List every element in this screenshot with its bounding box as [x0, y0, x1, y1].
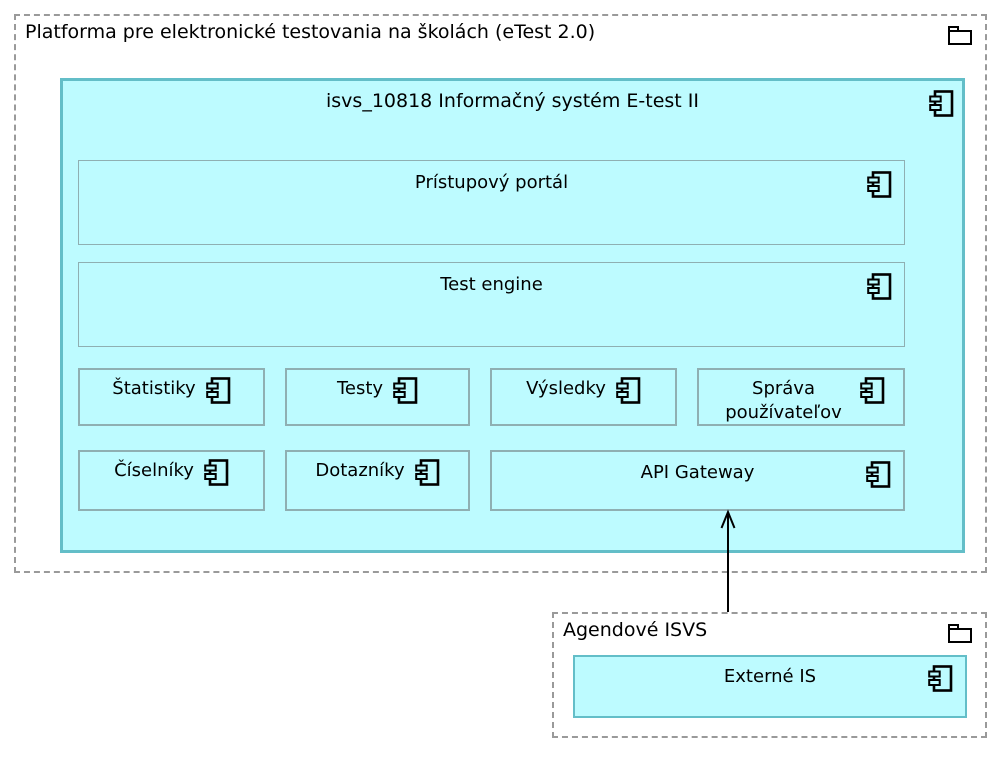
component-label: Prístupový portál — [414, 172, 569, 193]
component-testy: Testy — [285, 368, 470, 426]
package-agendove-title: Agendové ISVS — [563, 619, 708, 641]
component-icon — [866, 461, 891, 488]
package-agendove-isvs: Agendové ISVS Externé IS — [552, 612, 987, 738]
component-label: Testy — [336, 378, 384, 399]
component-icon — [859, 377, 884, 404]
system-box-etest2: isvs_10818 Informačný systém E-test II P… — [60, 78, 965, 553]
package-platforma-etest: Platforma pre elektronické testovania na… — [14, 14, 987, 573]
component-label: Číselníky — [114, 460, 194, 481]
component-icon — [616, 377, 641, 404]
component-icon — [867, 171, 892, 198]
component-test-engine: Test engine — [78, 262, 905, 347]
component-sprava-pouzivatelov: Správa používateľov — [697, 368, 905, 426]
component-icon — [867, 273, 892, 300]
component-pristupovy-portal: Prístupový portál — [78, 160, 905, 245]
package-platforma-title: Platforma pre elektronické testovania na… — [25, 21, 596, 43]
component-icon — [205, 377, 231, 404]
component-statistiky: Štatistiky — [78, 368, 265, 426]
component-icon — [928, 665, 953, 692]
component-label: API Gateway — [640, 462, 755, 483]
component-icon — [393, 377, 418, 404]
component-label: Výsledky — [526, 378, 606, 399]
folder-icon — [948, 624, 972, 643]
component-externe-is: Externé IS — [573, 655, 967, 718]
component-ciselniky: Číselníky — [78, 450, 265, 511]
component-label: Správa používateľov — [725, 378, 842, 424]
component-api-gateway: API Gateway — [490, 450, 905, 511]
folder-icon — [948, 26, 972, 45]
system-title: isvs_10818 Informačný systém E-test II — [326, 90, 699, 112]
component-icon — [929, 90, 954, 117]
component-vysledky: Výsledky — [490, 368, 677, 426]
component-icon — [414, 459, 439, 486]
component-dotazniky: Dotazníky — [285, 450, 470, 511]
component-label: Externé IS — [723, 666, 817, 687]
component-label: Test engine — [440, 274, 543, 295]
component-icon — [204, 459, 229, 486]
component-label: Dotazníky — [315, 460, 405, 481]
component-label: Štatistiky — [112, 378, 196, 399]
